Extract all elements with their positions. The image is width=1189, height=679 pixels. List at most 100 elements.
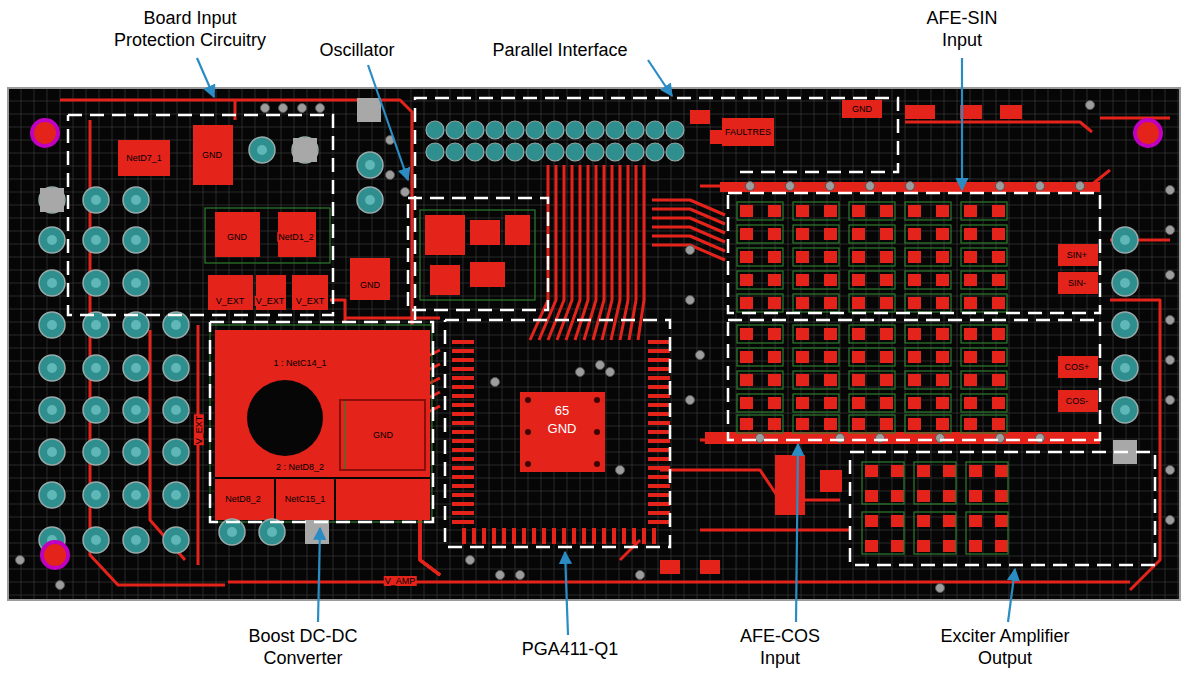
header-pin	[466, 143, 484, 161]
copper-pad	[992, 274, 1005, 286]
copper-pad	[452, 439, 474, 443]
callout-label: Exciter Amplifier Output	[925, 626, 1085, 669]
copper-pad	[936, 418, 949, 430]
header-pin	[606, 121, 624, 139]
copper-pad	[292, 275, 328, 310]
through-hole-core	[1120, 405, 1130, 415]
copper-pad	[852, 374, 865, 386]
copper-pad	[943, 515, 956, 527]
component-outline	[793, 371, 839, 389]
net-label: V_EXT	[255, 296, 286, 306]
copper-trace	[1100, 117, 1170, 120]
copper-pad	[908, 297, 921, 309]
via	[1166, 356, 1175, 365]
callout-leader	[565, 552, 568, 635]
grid-line	[606, 89, 607, 599]
header-pin	[426, 121, 444, 139]
net-label: COS-	[1065, 396, 1090, 406]
copper-trace	[566, 165, 580, 340]
grid-line	[9, 556, 1179, 557]
copper-pad	[612, 528, 616, 544]
copper-pad	[992, 205, 1005, 217]
header-pin	[446, 143, 464, 161]
via	[1076, 182, 1085, 191]
grid-line	[34, 89, 35, 599]
copper-pad	[880, 228, 893, 240]
copper-pad	[865, 465, 878, 477]
copper-pad	[908, 274, 921, 286]
grid-line	[723, 89, 724, 599]
copper-pad	[452, 475, 474, 479]
copper-pad	[648, 394, 670, 398]
through-hole-core	[47, 320, 57, 330]
net-label: V_EXT	[295, 296, 326, 306]
copper-pad	[917, 515, 930, 527]
through-hole-core	[131, 535, 141, 545]
copper-pad	[969, 465, 982, 477]
grid-line	[9, 270, 1179, 271]
component-outline	[737, 325, 783, 343]
via	[686, 396, 695, 405]
copper-pad	[796, 205, 809, 217]
through-hole	[39, 227, 65, 253]
grid-line	[60, 89, 61, 599]
copper-pad	[964, 274, 977, 286]
copper-pad	[891, 490, 904, 502]
via	[261, 104, 270, 113]
copper-pad	[492, 528, 496, 544]
copper-pad	[995, 490, 1008, 502]
via	[298, 104, 307, 113]
component-outline	[793, 415, 839, 433]
copper-pad	[964, 397, 977, 409]
via	[596, 361, 605, 370]
component-outline	[793, 348, 839, 366]
copper-pad	[648, 421, 670, 425]
grid-line	[1022, 89, 1023, 599]
copper-pad	[908, 418, 921, 430]
copper-pad	[452, 385, 474, 389]
copper-pad	[995, 515, 1008, 527]
net-label: NetC15_1	[284, 494, 327, 504]
through-hole-core	[257, 145, 267, 155]
through-hole	[83, 227, 109, 253]
through-hole-core	[91, 320, 101, 330]
through-hole-core	[131, 490, 141, 500]
through-hole-core	[47, 490, 57, 500]
component-outline	[905, 394, 951, 412]
copper-pad	[852, 274, 865, 286]
copper-pad	[824, 274, 837, 286]
region-outline	[728, 320, 1100, 440]
copper-pad	[880, 328, 893, 340]
through-hole	[39, 270, 65, 296]
copper-pad	[880, 397, 893, 409]
component-outline	[961, 394, 1007, 412]
copper-pad	[452, 493, 474, 497]
region-outline	[445, 320, 670, 547]
component-outline	[849, 348, 895, 366]
copper-pad	[768, 351, 781, 363]
net-label: FAULTRES	[724, 127, 772, 137]
via	[466, 556, 475, 565]
copper-trace	[557, 165, 572, 340]
through-hole	[83, 187, 109, 213]
copper-pad	[425, 215, 465, 255]
copper-pad	[430, 265, 460, 295]
copper-pad	[452, 466, 474, 470]
through-hole	[123, 355, 149, 381]
component-outline	[793, 248, 839, 266]
grid-line	[762, 89, 763, 599]
copper-pad	[740, 328, 753, 340]
copper-pad	[648, 439, 670, 443]
region-outline	[415, 98, 898, 320]
callout-leader	[197, 58, 214, 97]
net-label: SIN-	[1067, 278, 1087, 288]
via	[1166, 316, 1175, 325]
copper-pad	[891, 465, 904, 477]
copper-trace	[593, 165, 604, 340]
copper-pad	[796, 228, 809, 240]
copper-pad	[452, 511, 474, 515]
callout-label: Boost DC-DC Converter	[238, 626, 368, 669]
copper-pad	[824, 351, 837, 363]
copper-pad	[740, 297, 753, 309]
copper-pad	[648, 376, 670, 380]
